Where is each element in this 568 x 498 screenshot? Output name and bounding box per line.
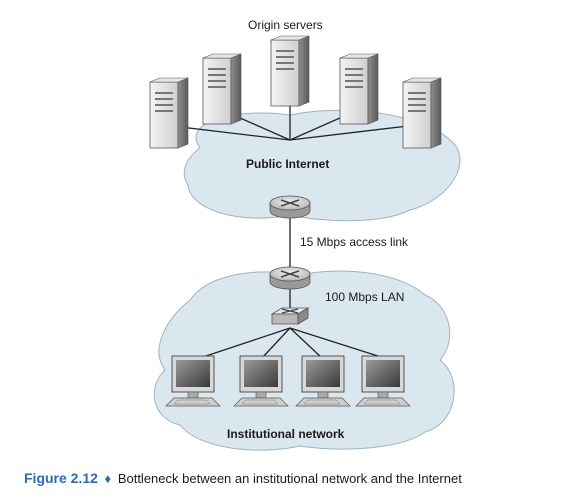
- origin-server-3: [270, 35, 310, 107]
- institutional-network-label: Institutional network: [227, 427, 345, 441]
- host-computer-2: [233, 355, 289, 407]
- link-server-5: [289, 125, 409, 141]
- host-computer-1: [165, 355, 221, 407]
- origin-servers-label: Origin servers: [248, 18, 323, 32]
- link-host-1: [199, 327, 291, 359]
- internet-router-icon: [269, 195, 311, 219]
- origin-server-4: [339, 53, 379, 125]
- access-link-label: 15 Mbps access link: [300, 235, 409, 249]
- link-host-2: [261, 327, 291, 359]
- figure-number: Figure 2.12: [24, 470, 98, 486]
- public-internet-label: Public Internet: [246, 157, 330, 171]
- host-computer-3: [295, 355, 351, 407]
- lan-label: 100 Mbps LAN: [325, 290, 405, 304]
- link-server-1: [171, 125, 291, 141]
- origin-server-5: [402, 77, 442, 149]
- public-internet-cloud: [183, 109, 461, 222]
- caption-text: Bottleneck between an institutional netw…: [117, 471, 462, 486]
- origin-server-1: [149, 77, 189, 149]
- link-host-3: [289, 327, 323, 359]
- host-links: [199, 327, 385, 359]
- host-computer-4: [355, 355, 411, 407]
- origin-server-2: [202, 53, 242, 125]
- lan-switch-icon: [270, 307, 310, 325]
- institution-router-icon: [269, 266, 311, 290]
- link-host-4: [289, 327, 385, 359]
- figure-caption: Figure 2.12 ♦ Bottleneck between an inst…: [24, 470, 462, 486]
- caption-separator: ♦: [104, 471, 112, 486]
